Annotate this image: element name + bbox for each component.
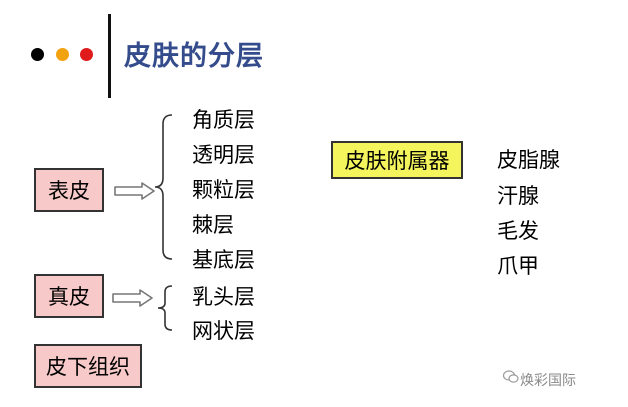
sublayer-stratum-corneum: 角质层	[192, 108, 255, 132]
dermis-brace-icon	[157, 285, 173, 331]
epidermis-arrow-icon	[114, 182, 155, 200]
subcutaneous-label: 皮下组织	[46, 355, 130, 379]
orange-dot	[56, 48, 69, 61]
sublayer-reticular: 网状层	[192, 319, 255, 343]
epidermis-box: 表皮	[34, 168, 104, 212]
subcutaneous-box: 皮下组织	[34, 344, 142, 388]
dermis-label: 真皮	[48, 285, 90, 309]
red-dot	[80, 48, 93, 61]
appendages-box: 皮肤附属器	[331, 141, 463, 179]
wechat-icon	[503, 370, 519, 383]
appendages-label: 皮肤附属器	[344, 149, 450, 173]
dermis-box: 真皮	[34, 274, 104, 318]
sublayer-stratum-granulosum: 颗粒层	[192, 178, 255, 202]
appendage-hair: 毛发	[497, 219, 539, 243]
sublayer-papillary: 乳头层	[192, 285, 255, 309]
sublayer-stratum-lucidum: 透明层	[192, 143, 255, 167]
appendage-sebaceous-gland: 皮脂腺	[497, 148, 560, 172]
appendage-sweat-gland: 汗腺	[497, 184, 539, 208]
appendage-nail: 爪甲	[497, 254, 539, 278]
epidermis-label: 表皮	[48, 179, 90, 203]
sublayer-stratum-basale: 基底层	[192, 248, 255, 272]
dermis-arrow-icon	[112, 289, 153, 307]
title-divider	[108, 14, 111, 98]
watermark-text: 焕彩国际	[520, 373, 576, 389]
sublayer-stratum-spinosum: 棘层	[192, 213, 234, 237]
black-dot	[31, 48, 44, 61]
page-title: 皮肤的分层	[124, 41, 264, 72]
epidermis-brace-icon	[154, 114, 173, 260]
